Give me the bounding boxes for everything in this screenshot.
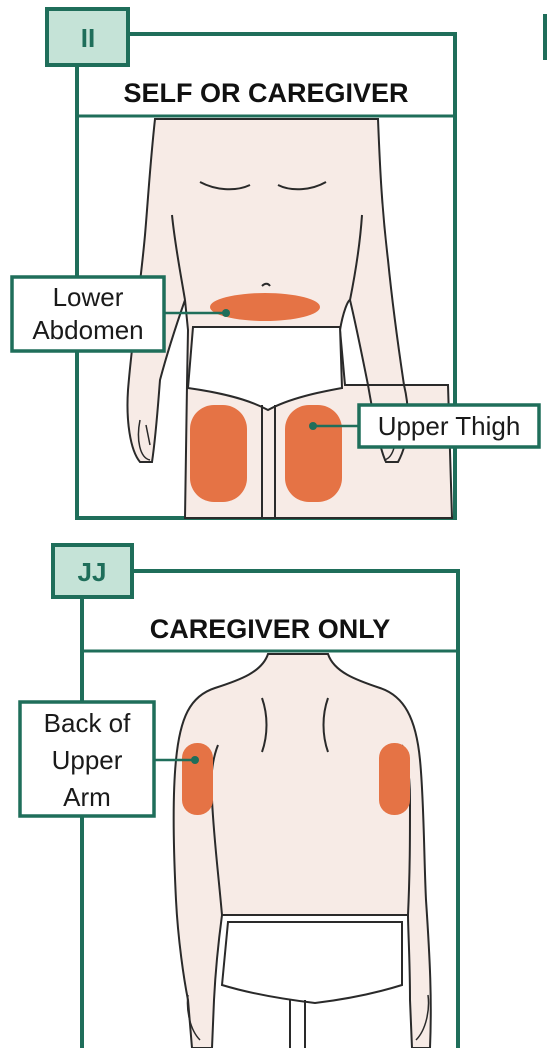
lower-abdomen-dot: [222, 309, 230, 317]
panel-self-or-caregiver: II SELF OR CAREGIVER: [12, 9, 539, 518]
callout-back-of-upper-arm: Back of Upper Arm: [20, 702, 199, 816]
panel-ii-title: SELF OR CAREGIVER: [123, 78, 408, 108]
upper-arm-label-line2: Upper: [52, 745, 123, 775]
upper-arm-dot: [191, 756, 199, 764]
lower-abdomen-label-line1: Lower: [53, 282, 124, 312]
panel-ii-tag: II: [81, 23, 95, 53]
upper-thigh-left-site: [190, 405, 247, 502]
back-leg-split: [290, 1000, 305, 1048]
upper-thigh-label: Upper Thigh: [378, 411, 521, 441]
back-briefs: [222, 922, 402, 1003]
panel-caregiver-only: JJ CAREGIVER ONLY: [20, 545, 458, 1048]
back-of-upper-arm-right-site: [379, 743, 410, 815]
lower-abdomen-label-line2: Abdomen: [32, 315, 143, 345]
upper-arm-label-line3: Arm: [63, 782, 111, 812]
upper-thigh-right-site: [285, 405, 342, 502]
panel-jj-title: CAREGIVER ONLY: [150, 614, 391, 644]
front-body-figure: [128, 119, 453, 518]
upper-arm-label-line1: Back of: [44, 708, 131, 738]
panel-jj-tag: JJ: [78, 557, 107, 587]
upper-thigh-dot: [309, 422, 317, 430]
back-of-upper-arm-left-site: [182, 743, 213, 815]
back-body-figure: [174, 654, 431, 1048]
